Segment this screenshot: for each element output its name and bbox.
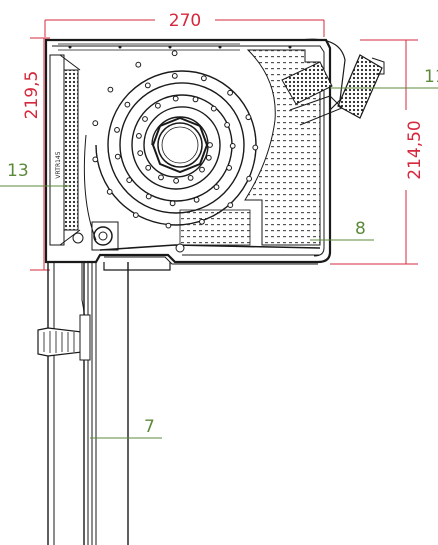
slat-hook-dot [226,165,233,171]
slat-hook-dot [192,96,199,103]
callout-13: 13 [0,161,70,187]
slat-hook-dot [199,218,205,225]
callout-8-label: 8 [355,219,366,239]
guide-pulley [72,134,119,251]
winding-axle [151,116,209,174]
window-frame [47,262,171,545]
slat-hook-dot [193,196,200,203]
slat-hook-dot [210,105,217,112]
left-height-value: 219,5 [22,71,42,120]
slat-hook-dot [114,153,121,160]
slat-hook-dots [92,50,259,229]
top-width-dimension: 270 [44,9,325,37]
slat-hook-dot [106,188,113,195]
slat-hook-dot [144,82,151,89]
right-height-dimension: 214,50 [330,39,425,265]
slat-hook-dot [171,50,178,57]
slat-hook-dot [126,177,133,184]
callout-11-label: 11 [424,67,438,87]
slat-hook-dot [199,166,205,173]
slat-hook-dot [165,222,172,229]
slat-hook-dot [132,212,139,219]
bottom-plate [99,243,321,265]
slat-hook-dot [92,156,99,163]
slat-hook-dot [124,101,131,108]
slat-hook-dot [137,150,144,157]
slat-hook-dot [135,61,142,68]
slat-hook-dot [114,126,120,133]
slat-hook-dot [245,114,252,121]
slat-hook-dot [107,86,114,93]
slat-hook-dot [205,154,212,161]
top-frame-rivets [68,45,292,49]
inspection-cover-mechanism [281,38,385,126]
slat-hook-dot [142,116,148,122]
slat-hook-dot [227,202,234,209]
slat-hook-dot [92,120,99,127]
callout-7-label: 7 [144,417,155,437]
slat-hook-dot [172,95,179,102]
slat-hook-dot [136,133,142,139]
plate-label: VRTR145 [55,151,62,178]
slat-hook-dot [224,122,231,128]
slat-hook-dot [158,174,164,181]
left-height-dimension: 219,5 [20,37,50,271]
slat-hook-dot [252,144,259,151]
slat-hook-dot [187,175,194,181]
callout-11: 11 [330,67,438,89]
slat-hook-dot [229,143,236,149]
left-insulation-panel: VRTR145 [49,54,81,246]
callout-7: 7 [90,417,162,439]
slat-hook-dot [155,102,161,109]
slat-hook-dot [207,142,213,148]
slat-hook-dot [169,200,176,207]
rolled-slats-spiral [92,50,259,229]
slat-hook-dot [145,193,152,200]
slat-hook-dot [171,73,178,79]
top-width-value: 270 [169,11,201,31]
slat-hook-dot [246,175,253,182]
slat-hook-dot [201,75,207,82]
callout-8: 8 [310,219,374,241]
slat-hook-dot [213,184,220,191]
slat-hook-dot [173,177,180,184]
callout-13-label: 13 [7,161,29,181]
right-height-value: 214,50 [405,120,425,179]
slat-hook-dot [145,164,152,171]
window-handle [37,314,91,361]
slat-hook-dot [227,89,234,96]
